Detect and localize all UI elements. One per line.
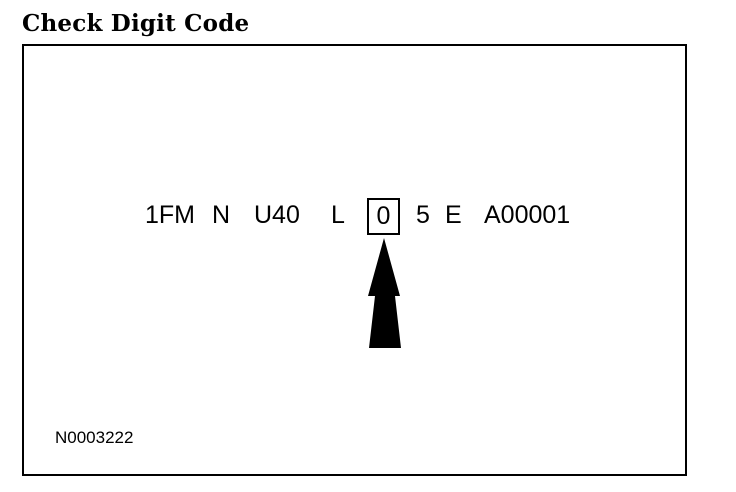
page-title: Check Digit Code xyxy=(22,10,250,37)
vin-segment-engine: L xyxy=(331,201,345,229)
diagram-frame xyxy=(22,44,687,476)
pointer-arrow-icon xyxy=(368,238,401,348)
vin-segment-line-series-body: U40 xyxy=(254,201,300,229)
check-digit-box: 0 xyxy=(367,198,400,235)
vin-segment-plant: E xyxy=(445,201,462,229)
reference-code: N0003222 xyxy=(55,428,134,447)
vin-segment-wmi: 1FM xyxy=(145,201,195,229)
vin-segment-restraint: N xyxy=(212,201,231,229)
vin-segment-model-year: 5 xyxy=(416,201,430,229)
vin-segment-serial: A00001 xyxy=(484,201,571,229)
